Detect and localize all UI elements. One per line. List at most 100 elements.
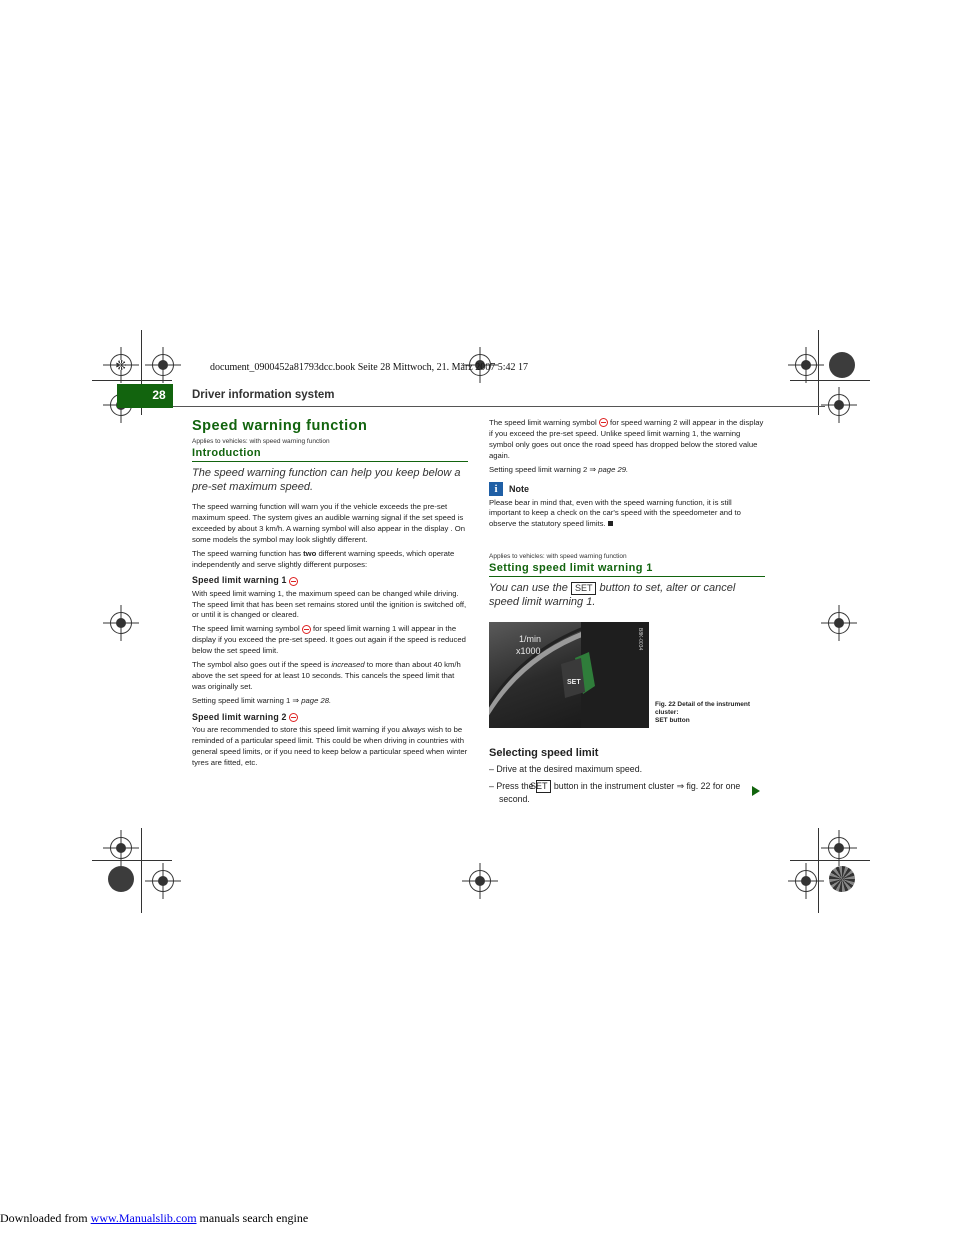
- text: The speed limit warning symbol: [489, 418, 599, 427]
- section-lead: The speed warning function can help you …: [192, 467, 461, 493]
- subheading-text: Speed limit warning 2: [192, 711, 287, 722]
- paragraph: With speed limit warning 1, the maximum …: [192, 588, 467, 620]
- continue-arrow-icon: [752, 786, 760, 796]
- page-heading: Speed warning function: [192, 418, 368, 434]
- arrow-icon: ⇒: [589, 464, 597, 474]
- registration-mark-icon: [828, 394, 850, 416]
- subheading: Speed limit warning 1: [192, 575, 468, 586]
- steps-block: Selecting speed limit – Drive at the des…: [489, 741, 765, 810]
- instrument-cluster-figure: SET 1/min x1000: [489, 622, 649, 728]
- note-header: i Note: [489, 481, 765, 496]
- left-column: Speed warning function Applies to vehicl…: [192, 418, 468, 771]
- speed-warning-symbol-icon: [301, 624, 311, 634]
- paragraph: The speed warning function has two diffe…: [192, 549, 468, 571]
- footer-text: manuals search engine: [196, 1211, 309, 1225]
- applies-note: Applies to vehicles: with speed warning …: [192, 438, 330, 445]
- manualslib-link[interactable]: www.Manualslib.com: [90, 1211, 197, 1225]
- figure-set-button-label: SET: [567, 679, 581, 686]
- text: You are recommended to store this speed …: [192, 724, 402, 734]
- section-title: Introduction: [192, 447, 468, 462]
- registration-mark-icon: [152, 354, 174, 376]
- download-footer: Downloaded from www.Manualslib.com manua…: [0, 1211, 308, 1226]
- set-key-label: SET: [570, 582, 597, 596]
- registration-mark-icon: [828, 612, 850, 634]
- crop-mark: [141, 828, 142, 913]
- paragraph: The speed warning function will warn you…: [192, 502, 466, 544]
- text: Setting speed limit warning 2: [489, 464, 590, 474]
- figure-code: B8K-0034: [637, 628, 643, 651]
- applies-note: Applies to vehicles: with speed warning …: [489, 553, 627, 561]
- paragraph: The speed limit warning symbol for speed…: [192, 624, 468, 657]
- registration-mark-icon: [110, 354, 132, 376]
- figure-reference-link[interactable]: fig. 22 for one second.: [499, 781, 741, 804]
- page-number: 28: [145, 384, 173, 408]
- text: wish to be reminded of a particular spee…: [192, 724, 468, 767]
- crop-mark: [141, 330, 142, 415]
- text: button in the instrument cluster: [551, 781, 677, 791]
- paragraph: Setting speed limit warning 2 ⇒ page 29.: [489, 465, 765, 476]
- crop-mark: [92, 860, 172, 861]
- figure-label-rpm: 1/min: [519, 634, 541, 644]
- note-text: Please bear in mind that, even with the …: [489, 498, 765, 531]
- text: button to set, alter or cancel speed lim…: [489, 582, 736, 609]
- registration-mark-icon: [110, 837, 132, 859]
- section-lead: You can use the SET button to set, alter…: [489, 581, 765, 609]
- instrument-cluster-image: SET 1/min x1000: [489, 622, 649, 728]
- text: different warning speeds, which operate …: [192, 548, 455, 569]
- registration-mark-icon: [469, 870, 491, 892]
- paragraph: The symbol also goes out if the speed is…: [192, 660, 468, 693]
- speed-warning-symbol-icon: [289, 576, 299, 586]
- document-info: document_0900452a81793dcc.book Seite 28 …: [210, 362, 529, 373]
- paragraph: Setting speed limit warning 1 ⇒ page 28.: [192, 696, 468, 707]
- text: Setting speed limit warning 1: [192, 695, 293, 705]
- header-title: Driver information system: [192, 389, 335, 401]
- crop-mark: [790, 380, 870, 381]
- arrow-icon: ⇒: [676, 781, 685, 791]
- right-column: The speed limit warning symbol for speed…: [489, 418, 765, 617]
- text: – Press the: [489, 781, 536, 791]
- crop-mark: [92, 380, 172, 381]
- registration-mark-icon: [469, 354, 491, 376]
- registration-dot-icon: [829, 866, 855, 892]
- text: You can use the: [489, 582, 571, 595]
- arrow-icon: ⇒: [292, 695, 300, 705]
- registration-dot-icon: [108, 866, 134, 892]
- header-rule: [173, 406, 825, 407]
- figure-caption-line: SET button: [655, 717, 690, 724]
- crop-mark: [818, 828, 819, 913]
- step-item: – Drive at the desired maximum speed.: [489, 764, 643, 774]
- registration-mark-icon: [152, 870, 174, 892]
- text-italic: always: [401, 724, 426, 734]
- figure-caption: Fig. 22 Detail of the instrument cluster…: [655, 701, 765, 725]
- figure-caption-line: Fig. 22 Detail of the instrument cluster…: [655, 701, 750, 716]
- text: The speed warning function has: [192, 548, 304, 558]
- footer-text: Downloaded from: [0, 1211, 91, 1225]
- subheading-text: Speed limit warning 1: [192, 575, 287, 586]
- speed-warning-symbol-icon: [598, 418, 608, 428]
- registration-mark-icon: [795, 354, 817, 376]
- text: for speed warning 2 will appear in the d…: [489, 418, 764, 460]
- subheading: Speed limit warning 2: [192, 712, 468, 722]
- paragraph: You are recommended to store this speed …: [192, 725, 468, 769]
- registration-mark-icon: [110, 612, 132, 634]
- set-key-label: SET: [530, 780, 552, 793]
- text-italic: increased: [331, 660, 365, 670]
- page-reference-link[interactable]: page 29.: [596, 464, 629, 474]
- registration-mark-icon: [795, 870, 817, 892]
- text: for speed limit warning 1 will appear in…: [192, 624, 466, 656]
- note-label: Note: [509, 483, 529, 494]
- crop-mark: [790, 860, 870, 861]
- text: Please bear in mind that, even with the …: [489, 497, 741, 529]
- text: to more than about 40 km/h above the set…: [192, 660, 461, 691]
- registration-mark-icon: [828, 837, 850, 859]
- speed-warning-symbol-icon: [289, 712, 299, 722]
- subheading-selecting-speed-limit: Selecting speed limit: [489, 747, 599, 759]
- paragraph: The speed limit warning symbol for speed…: [489, 418, 765, 462]
- text-bold: two: [303, 548, 317, 558]
- crop-mark: [818, 330, 819, 415]
- end-of-section-icon: [607, 521, 613, 527]
- figure-label-multiplier: x1000: [516, 646, 541, 656]
- text: The symbol also goes out if the speed is: [192, 660, 332, 670]
- step-item: – Press the SET button in the instrument…: [489, 780, 765, 806]
- page-reference-link[interactable]: page 28.: [299, 695, 332, 705]
